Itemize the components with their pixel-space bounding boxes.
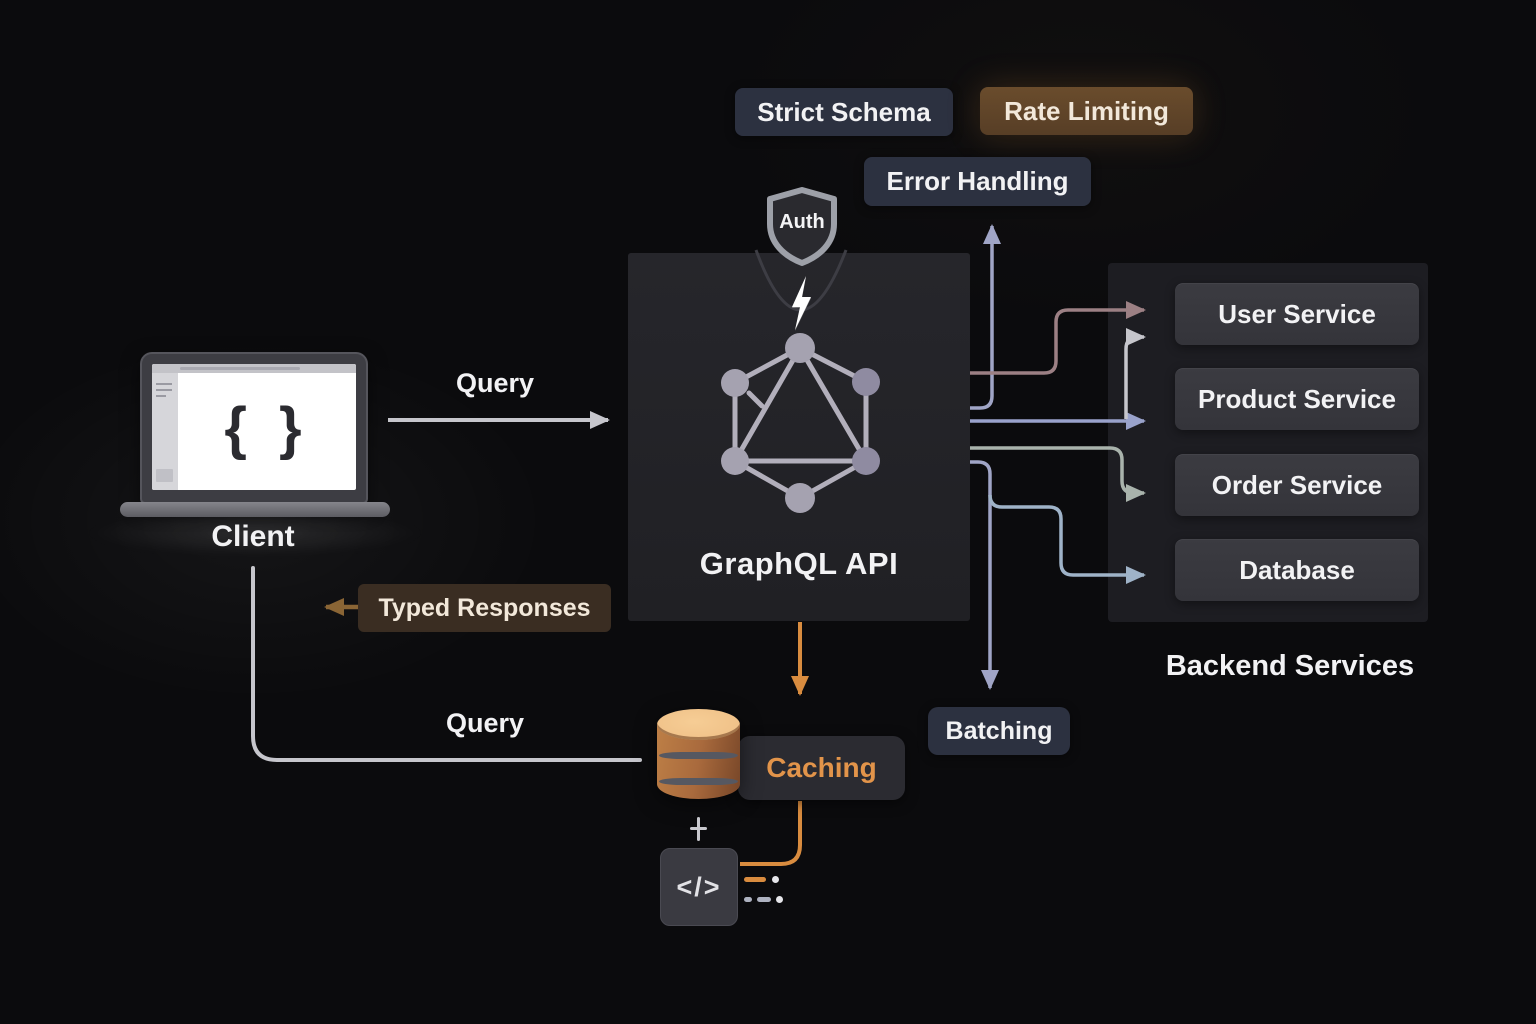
laptop-glow (85, 510, 425, 556)
error-handling-arrow (970, 224, 1001, 410)
rate-limiting-badge: Rate Limiting (980, 87, 1193, 135)
error-handling-badge: Error Handling (864, 157, 1091, 206)
batching-arrow (970, 460, 999, 690)
cylinder-top (657, 709, 740, 740)
code-icon: </> (660, 848, 738, 926)
dash-orange (744, 877, 766, 882)
laptop-icon: { } (85, 352, 425, 556)
braces-icon: { } (224, 396, 310, 461)
caching-badge: Caching (738, 736, 905, 800)
screen-sidebar (152, 373, 178, 490)
dot-1 (772, 876, 779, 883)
client-label: Client (211, 520, 295, 553)
laptop-body: { } (140, 352, 368, 504)
user-service-box: User Service (1175, 283, 1419, 345)
screen-topbar (152, 364, 356, 373)
database-box: Database (1175, 539, 1419, 601)
batching-badge: Batching (928, 707, 1070, 755)
cylinder-band (659, 778, 738, 785)
strict-schema-badge: Strict Schema (735, 88, 953, 136)
dot-2 (776, 896, 783, 903)
database-cylinder-icon (657, 709, 740, 811)
caching-code-line (740, 801, 802, 866)
order-service-box: Order Service (1175, 454, 1419, 516)
cylinder-band (659, 752, 738, 759)
dash-gray-2 (757, 897, 771, 902)
dash-gray-1 (744, 897, 752, 902)
query-top-label: Query (455, 368, 535, 398)
backend-services-label: Backend Services (1165, 650, 1415, 682)
auth-label: Auth (779, 210, 825, 233)
auth-shield-icon: Auth (760, 186, 844, 266)
product-service-box: Product Service (1175, 368, 1419, 430)
laptop-base (120, 502, 390, 517)
typed-responses-badge: Typed Responses (358, 584, 611, 632)
query-bottom-label: Query (445, 708, 525, 738)
graphql-api-title: GraphQL API (699, 546, 899, 581)
plus-icon (688, 817, 708, 841)
laptop-screen: { } (152, 364, 356, 490)
